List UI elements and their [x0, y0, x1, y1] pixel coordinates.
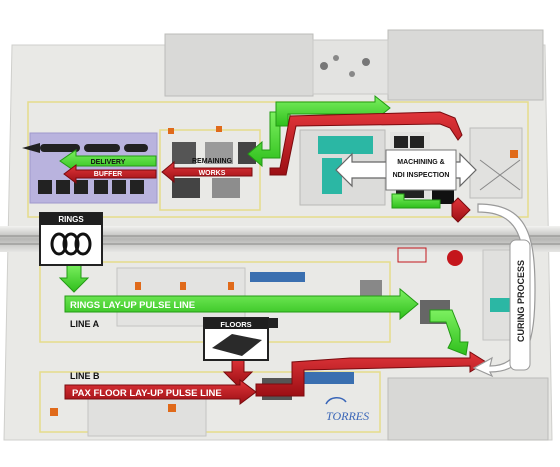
top-red-arrow	[269, 111, 463, 176]
remaining-label-2: WORKS	[199, 170, 226, 177]
rings-pulse-arrow	[64, 287, 419, 321]
remaining-works-equipment	[168, 126, 256, 198]
torres-logo: TORRES	[325, 397, 369, 423]
red-flow-arrows	[63, 111, 487, 405]
pax-pulse-label: PAX FLOOR LAY-UP PULSE LINE	[72, 388, 222, 399]
ndi-green-arrow	[391, 193, 441, 209]
delivery-green-arrow	[59, 149, 157, 173]
top-buildings	[164, 29, 544, 101]
delivery-label-1: DELIVERY	[91, 159, 126, 166]
remaining-label-1: REMAINING	[192, 158, 233, 165]
rings-icon	[50, 232, 92, 256]
rings-label: RINGS	[58, 215, 84, 224]
machining-area	[299, 127, 523, 206]
pax-pulse-arrow	[64, 379, 257, 405]
floor-panel-icon	[212, 334, 262, 356]
delivery-red-arrow	[63, 164, 157, 184]
bottom-building	[387, 377, 549, 441]
delivery-fuselage-sections	[22, 143, 148, 194]
floors-box: FLOORS	[203, 317, 269, 361]
machining-label-box	[385, 149, 457, 191]
machining-label-2: NDI INSPECTION	[393, 172, 450, 179]
rings-down-arrow	[58, 263, 90, 293]
ndi-red-arrow	[451, 197, 471, 223]
curing-arrow-body	[509, 239, 531, 371]
rings-pulse-label: RINGS LAY-UP PULSE LINE	[70, 300, 195, 311]
delivery-label-2: BUFFER	[94, 171, 122, 178]
torres-logo-text: TORRES	[326, 409, 369, 423]
rings-box: RINGS	[39, 212, 103, 266]
line-a-label: LINE A	[70, 319, 100, 329]
to-curing-arrow	[429, 309, 469, 356]
line-b-label: LINE B	[70, 371, 100, 381]
floors-label: FLOORS	[220, 320, 251, 329]
curing-process-label: CURING PROCESS	[516, 260, 526, 342]
green-flow-arrows	[58, 94, 469, 356]
machining-label-1: MACHINING &	[397, 159, 444, 166]
remaining-red-arrow	[161, 160, 253, 184]
